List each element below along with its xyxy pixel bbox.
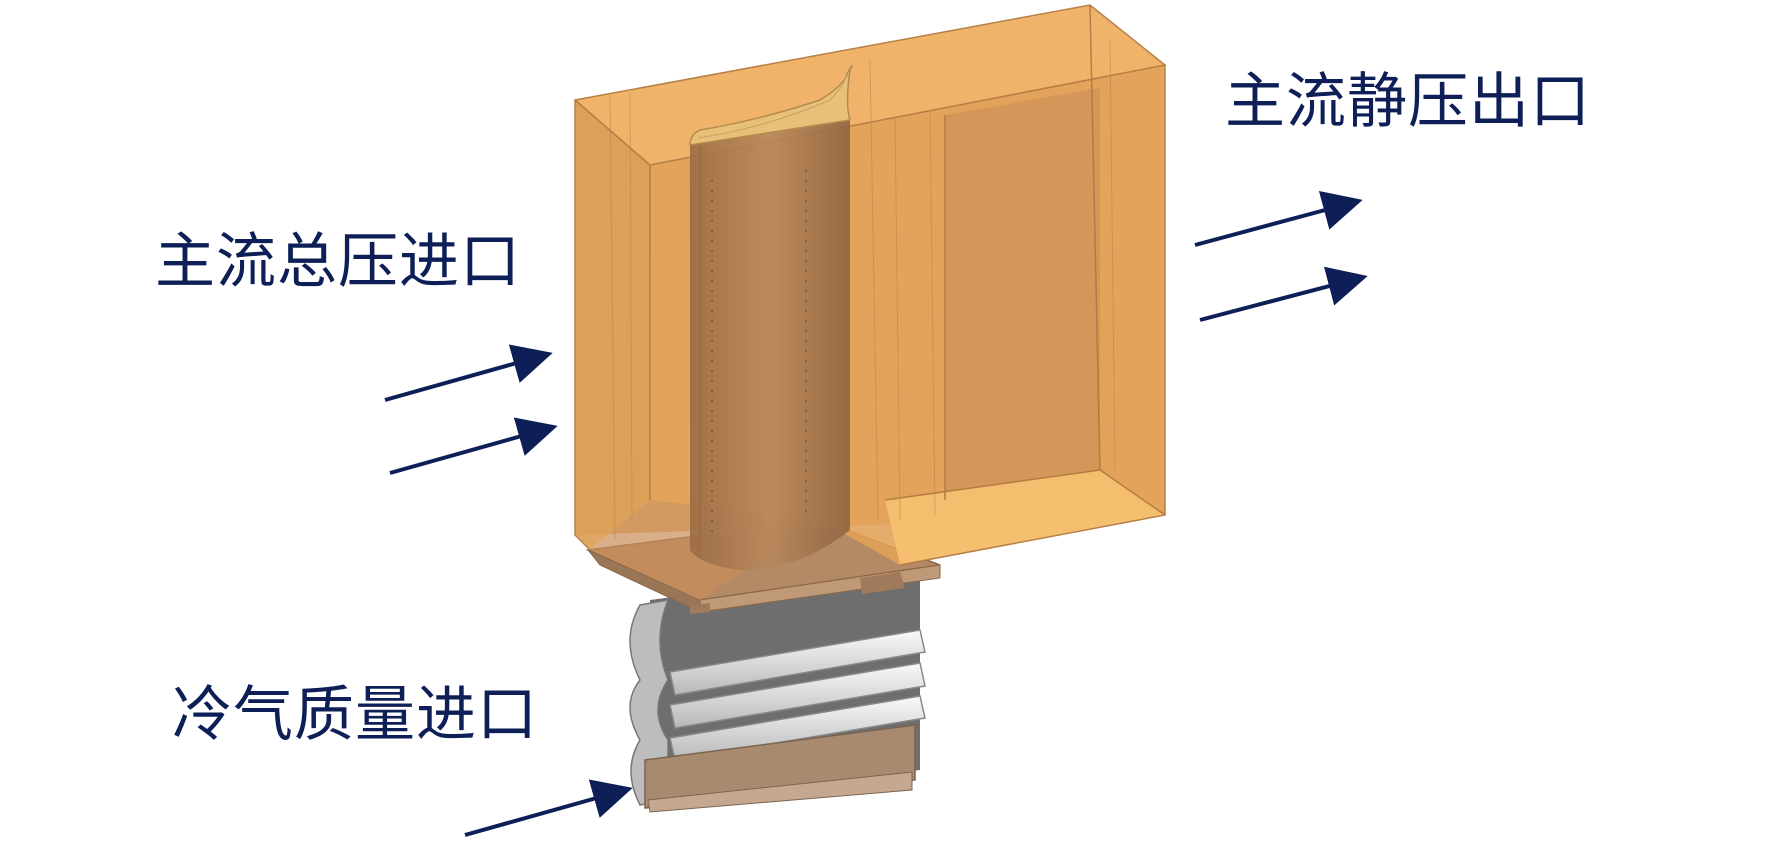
fluid-domain-box <box>573 4 1167 600</box>
outlet-arrow-upper <box>1194 190 1363 247</box>
turbine-blade <box>689 64 853 570</box>
coolant-inlet-label: 冷气质量进口 <box>172 680 538 750</box>
outlet-label: 主流静压出口 <box>1225 67 1591 137</box>
coolant-arrow <box>464 779 633 837</box>
inlet-arrow-upper <box>384 344 553 402</box>
inlet-label: 主流总压进口 <box>155 227 521 297</box>
outlet-arrows <box>1194 190 1368 322</box>
inlet-arrows <box>384 344 558 475</box>
outlet-arrow-lower <box>1199 266 1368 322</box>
inlet-arrow-lower <box>389 417 558 475</box>
blade-root <box>629 565 926 813</box>
